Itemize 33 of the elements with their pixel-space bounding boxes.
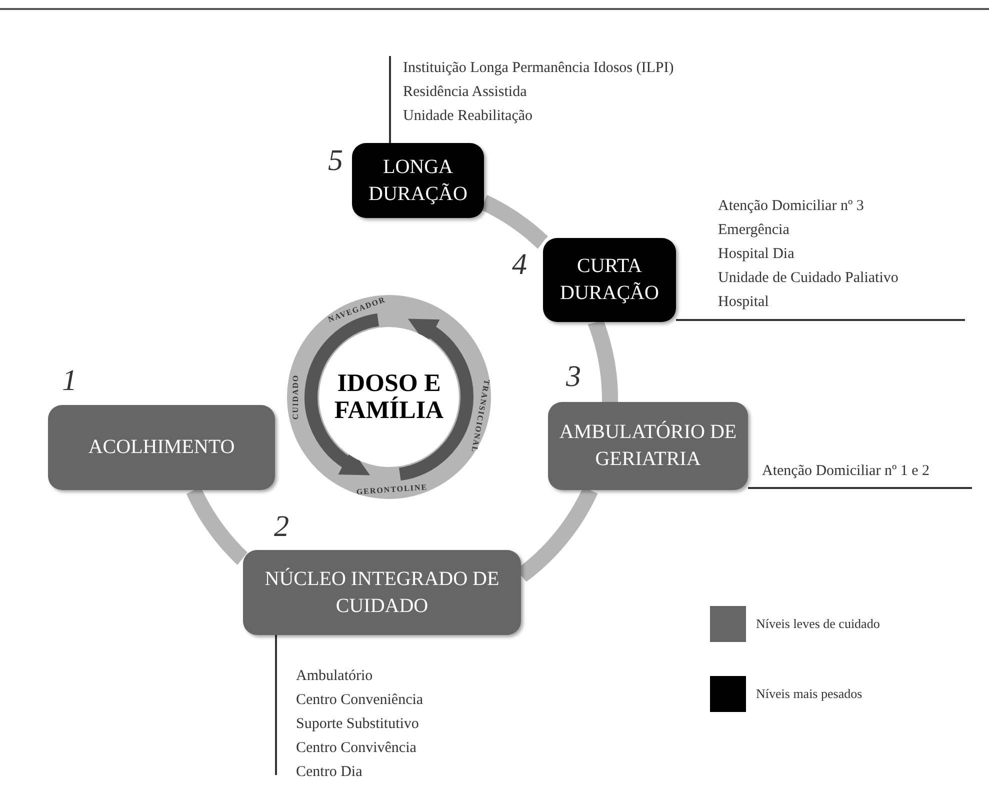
service-item: Unidade Reabilitação	[403, 107, 534, 126]
care-level-box: NÚCLEO INTEGRADO DE CUIDADO	[243, 550, 521, 635]
step-number: 4	[512, 250, 527, 280]
service-item: Unidade de Cuidado Paliativo	[718, 269, 900, 288]
ring-label: CUIDADO	[292, 374, 300, 420]
service-item: Centro Dia	[296, 763, 364, 782]
service-item: Atenção Domiciliar nº 1 e 2	[762, 462, 931, 481]
step-number: 5	[328, 146, 343, 176]
service-item: Ambulatório	[296, 667, 374, 686]
care-level-box: CURTA DURAÇÃO	[543, 238, 676, 322]
step-number: 2	[274, 512, 289, 542]
service-item: Hospital	[718, 293, 770, 312]
leader-line	[676, 319, 965, 321]
care-level-box: ACOLHIMENTO	[48, 405, 275, 490]
service-item: Emergência	[718, 221, 790, 240]
care-level-box: LONGA DURAÇÃO	[352, 143, 484, 218]
service-item: Instituição Longa Permanência Idosos (ILPI)	[403, 59, 675, 78]
center-label: IDOSO E FAMÍLIA	[333, 370, 445, 424]
leader-line	[389, 56, 391, 143]
care-level-box: AMBULATÓRIO DE GERIATRIA	[548, 402, 748, 490]
legend-label: Níveis mais pesados	[756, 685, 862, 704]
service-item: Centro Conveniência	[296, 691, 424, 710]
service-item: Atenção Domiciliar nº 3	[718, 197, 865, 216]
leader-line	[275, 635, 277, 775]
ring-label: GERONTOLINE	[356, 483, 428, 496]
service-item: Centro Convivência	[296, 739, 418, 758]
service-item: Suporte Substitutivo	[296, 715, 420, 734]
step-number: 1	[62, 366, 77, 396]
service-item: Residência Assistida	[403, 83, 528, 102]
leader-line	[748, 487, 972, 489]
legend-label: Níveis leves de cuidado	[756, 615, 880, 634]
step-number: 3	[566, 362, 581, 392]
service-item: Hospital Dia	[718, 245, 796, 264]
